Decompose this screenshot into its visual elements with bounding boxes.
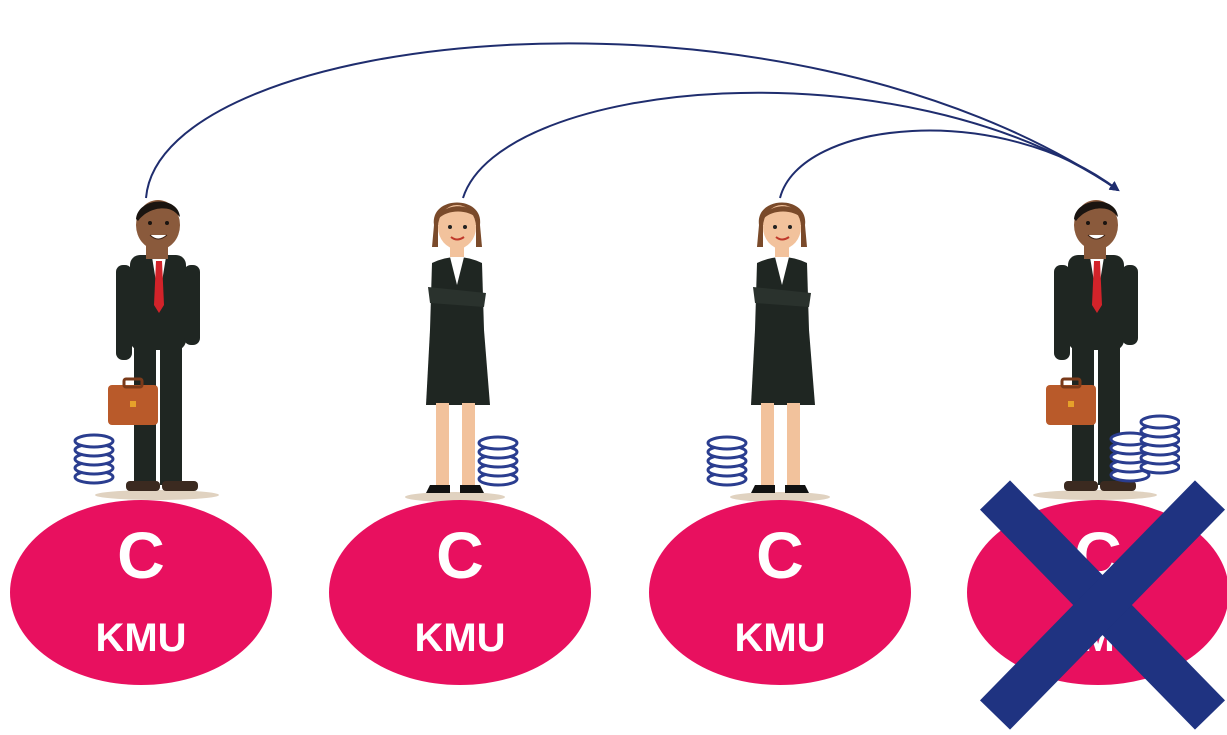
flow-arrow-1 (145, 42, 1120, 199)
company-label-4: KMU (1052, 616, 1144, 660)
company-blob-3: C KMU (649, 500, 911, 685)
flow-arrow-2 (462, 91, 1120, 199)
company-blob-2: C KMU (329, 500, 591, 685)
company-label-3: KMU (734, 616, 826, 660)
person-figure-3 (705, 195, 875, 505)
company-letter-1: C (117, 518, 165, 592)
flow-arrow-3 (779, 129, 1120, 199)
company-blob-1: C KMU (10, 500, 272, 685)
person-figure-2 (380, 195, 550, 505)
company-letter-4: C (1074, 518, 1122, 592)
company-letter-3: C (756, 518, 804, 592)
company-label-1: KMU (95, 616, 187, 660)
company-blob-4: C KMU (967, 500, 1227, 685)
person-figure-4 (1010, 195, 1181, 505)
person-figure-1 (72, 195, 242, 505)
company-letter-2: C (436, 518, 484, 592)
company-label-2: KMU (414, 616, 506, 660)
